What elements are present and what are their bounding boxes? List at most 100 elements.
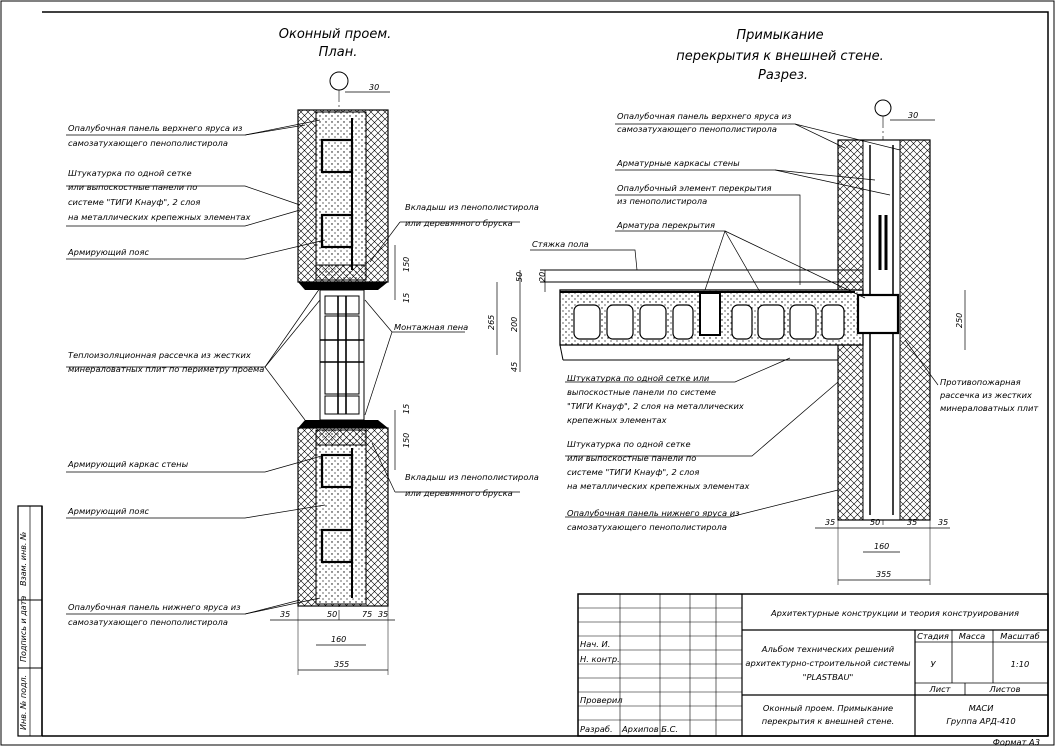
- slab-voids: [573, 304, 845, 340]
- side-label-2: Подпись и дата: [19, 596, 28, 662]
- stamp-header: Архитектурные конструкции и теория конст…: [770, 608, 1019, 618]
- sec-label-lower-panel-1: Опалубочная панель нижнего яруса из: [567, 508, 740, 518]
- stamp-role-check: Проверил: [580, 695, 623, 705]
- sec-label-fire-1: Противопожарная: [940, 377, 1021, 387]
- dim-150-bot: 150: [402, 433, 411, 448]
- sec-label-plaster2-1: Штукатурка по одной сетке: [567, 439, 691, 449]
- sec-label-lower-panel-2: самозатухающего пенополистирола: [567, 522, 727, 532]
- plan-label-upper-panel-2: самозатухающего пенополистирола: [68, 138, 228, 148]
- stamp-format: Формат А3: [993, 737, 1040, 746]
- dim-20-sec: 20: [538, 272, 547, 282]
- stamp-org-1: МАСИ: [969, 703, 994, 713]
- plan-label-plaster-4: на металлических крепежных элементах: [68, 212, 251, 222]
- side-label-3: Инв. № подл.: [19, 675, 28, 730]
- stamp-mass-header: Масса: [959, 631, 985, 641]
- stamp-role-norm: Н. контр.: [580, 654, 620, 664]
- section-title-line3: Разрез.: [758, 68, 808, 83]
- plan-label-fire-1: Теплоизоляционная рассечка из жестких: [68, 350, 251, 360]
- sec-label-floor: Стяжка пола: [532, 239, 589, 249]
- side-label-1: Взам. инв. №: [19, 532, 28, 586]
- sec-label-plaster1-2: выпоскостные панели по системе: [567, 387, 716, 397]
- plan-label-insert-top-2: или деревянного бруска: [405, 218, 513, 228]
- plan-label-lower-panel-1: Опалубочная панель нижнего яруса из: [68, 602, 241, 612]
- side-stamp: Взам. инв. № Подпись и дата Инв. № подл.: [17, 505, 43, 737]
- section-title-line2: перекрытия к внешней стене.: [676, 49, 884, 64]
- sec-label-upper-panel-2: самозатухающего пенополистирола: [617, 124, 777, 134]
- dim-35-sec-b: 35: [907, 518, 917, 527]
- sec-label-slab-rebar: Арматура перекрытия: [616, 220, 715, 230]
- plan-label-plaster-3: системе "ТИГИ Кнауф", 2 слоя: [68, 197, 200, 207]
- plan-label-belt-bottom: Армирующий пояс: [67, 506, 149, 516]
- title-block-text: Архитектурные конструкции и теория конст…: [580, 608, 1040, 746]
- stamp-sheet-title-1: Оконный проем. Примыкание: [763, 703, 893, 713]
- plan-label-insert-bot-2: или деревянного бруска: [405, 488, 513, 498]
- plan-label-belt-top: Армирующий пояс: [67, 247, 149, 257]
- dim-160-sec: 160: [874, 542, 889, 551]
- stamp-project-1: Альбом технических решений: [761, 644, 895, 654]
- dim-200-sec: 200: [510, 317, 519, 332]
- stamp-dev-name: Архипов Б.С.: [621, 724, 678, 734]
- sec-label-slab-elem-1: Опалубочный элемент перекрытия: [617, 183, 772, 193]
- stamp-stage-value: У: [930, 659, 936, 669]
- dim-250-sec: 250: [955, 313, 964, 328]
- sec-label-plaster2-3: системе "ТИГИ Кнауф", 2 слоя: [567, 467, 699, 477]
- plan-title: Оконный проем. План.: [279, 27, 392, 60]
- sec-label-plaster2-4: на металлических крепежных элементах: [567, 481, 750, 491]
- plan-label-plaster-1: Штукатурка по одной сетке: [68, 168, 192, 178]
- sec-label-fire-3: минераловатных плит: [940, 403, 1039, 413]
- dim-35-b: 35: [378, 610, 388, 619]
- dim-160-plan: 160: [331, 635, 346, 644]
- dim-75-a: 75: [362, 610, 372, 619]
- section-title: Примыкание перекрытия к внешней стене. Р…: [676, 28, 884, 83]
- plan-label-frame: Армирующий каркас стены: [67, 459, 189, 469]
- stamp-role-dev: Разраб.: [580, 724, 613, 734]
- sec-label-frames: Арматурные каркасы стены: [616, 158, 740, 168]
- sec-label-upper-panel-1: Опалубочная панель верхнего яруса из: [617, 111, 792, 121]
- sec-label-plaster1-3: "ТИГИ Кнауф", 2 слоя на металлических: [567, 401, 744, 411]
- plan-title-line2: План.: [319, 45, 358, 60]
- stamp-scale-header: Масштаб: [1000, 631, 1039, 641]
- dim-355-sec: 355: [876, 570, 891, 579]
- plan-label-insert-bot-1: Вкладыш из пенополистирола: [405, 472, 539, 482]
- plan-view: 30 150 15 15 150 35 50 75 35 160 355: [66, 71, 539, 675]
- dim-15-bot: 15: [402, 404, 411, 414]
- dim-50-sec: 50: [515, 272, 524, 282]
- sec-label-plaster1-1: Штукатурка по одной сетке или: [567, 373, 710, 383]
- dim-35-a: 35: [280, 610, 290, 619]
- plan-label-fire-2: минераловатных плит по периметру проема: [68, 364, 264, 374]
- plan-label-insert-top-1: Вкладыш из пенополистирола: [405, 202, 539, 212]
- plan-label-mount-foam: Монтажная пена: [394, 322, 468, 332]
- dim-355-plan: 355: [334, 660, 349, 669]
- stamp-project-3: "PLASTBAU": [803, 672, 854, 682]
- title-block: [577, 593, 1049, 737]
- plan-label-lower-panel-2: самозатухающего пенополистирола: [68, 617, 228, 627]
- section-axis-marker: [874, 99, 892, 117]
- section-view: 50 20 265 200 45 250 30 35 50 35 35 160 …: [487, 99, 1039, 585]
- window-frame: [319, 289, 365, 421]
- stamp-project-2: архитектурно-строительной системы: [745, 658, 911, 668]
- dim-50-sec-b: 50: [870, 518, 880, 527]
- dim-265-sec: 265: [487, 315, 496, 330]
- stamp-scale-value: 1:10: [1011, 659, 1030, 669]
- plan-label-plaster-2: или выпоскостные панели по: [68, 182, 197, 192]
- ring-beam: [856, 293, 900, 335]
- stamp-stage-header: Стадия: [917, 631, 949, 641]
- dim-15-top: 15: [402, 293, 411, 303]
- dim-30-top: 30: [369, 83, 379, 92]
- section-dimensions: 50 20 265 200 45 250 30 35 50 35 35 160 …: [487, 111, 966, 585]
- sec-label-fire-2: рассечка из жестких: [939, 390, 1032, 400]
- sec-label-plaster2-2: или выпоскостные панели по: [567, 453, 696, 463]
- dim-45-sec: 45: [510, 362, 519, 372]
- sec-label-slab-elem-2: из пенополистирола: [617, 196, 707, 206]
- dim-35-sec-c: 35: [938, 518, 948, 527]
- stamp-sheets-header: Листов: [989, 684, 1021, 694]
- sec-label-plaster1-4: крепежных элементах: [567, 415, 667, 425]
- plan-leaders: [66, 119, 520, 615]
- axis-marker: [329, 71, 349, 91]
- dim-30-sec: 30: [908, 111, 918, 120]
- plan-label-upper-panel-1: Опалубочная панель верхнего яруса из: [68, 123, 243, 133]
- section-title-line1: Примыкание: [736, 28, 823, 43]
- stamp-sheet-header: Лист: [928, 684, 951, 694]
- stamp-sheet-title-2: перекрытия к внешней стене.: [762, 716, 894, 726]
